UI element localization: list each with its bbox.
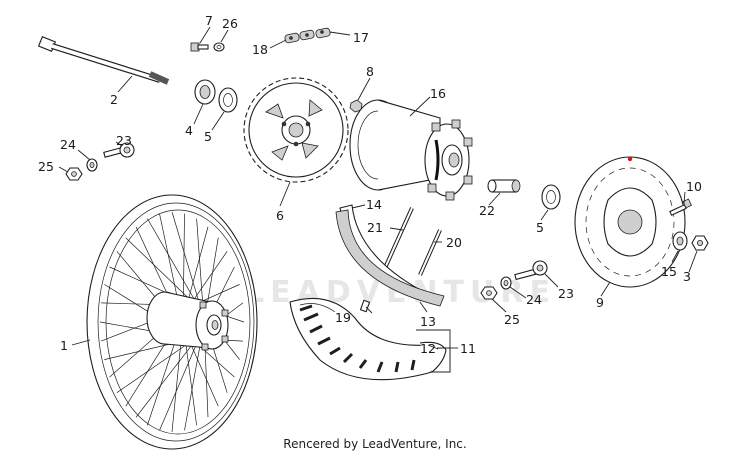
bolt-7-part — [190, 42, 209, 52]
leader-lines — [58, 26, 698, 373]
callout-9: 9 — [596, 295, 604, 310]
wheel-spoke — [183, 213, 185, 301]
callout-labels: 1 2 3 4 5 5 6 7 8 9 10 11 12 13 14 15 16… — [38, 13, 702, 356]
callout-13: 13 — [420, 314, 436, 329]
callout-26: 26 — [222, 16, 238, 31]
washer-26-part — [213, 42, 225, 52]
wheel-spoke — [184, 339, 202, 431]
wheel-spoke — [188, 226, 209, 299]
wheel-spoke — [135, 345, 192, 418]
bearing-5b-part — [541, 184, 561, 210]
callout-1: 1 — [60, 338, 68, 353]
wheel-spoke — [116, 344, 186, 393]
callout-10: 10 — [686, 179, 702, 194]
wheel-spoke — [125, 237, 189, 299]
wheel-spoke — [159, 213, 180, 305]
callout-14: 14 — [366, 197, 382, 212]
wheel-spoke — [185, 345, 197, 426]
callout-24b: 24 — [526, 292, 542, 307]
valve-19-part — [359, 299, 371, 313]
callout-2: 2 — [110, 92, 118, 107]
bolt-23a-part — [103, 142, 135, 158]
callout-15: 15 — [661, 264, 677, 279]
wheel-spoke — [171, 211, 200, 303]
footer-credit: Rencered by LeadVenture, Inc. — [283, 437, 467, 451]
callout-7: 7 — [205, 13, 213, 28]
sprocket-part — [243, 77, 349, 183]
callout-19: 19 — [335, 310, 351, 325]
callout-23a: 23 — [116, 133, 132, 148]
callout-12: 12 — [420, 341, 436, 356]
bolt-23b-part — [514, 260, 548, 281]
chain-link-part — [284, 27, 331, 44]
washer-24a-part — [86, 158, 98, 172]
wheel-spoke — [199, 284, 240, 303]
nut-3-part — [691, 235, 709, 251]
callout-17: 17 — [353, 30, 369, 45]
callout-18: 18 — [252, 42, 268, 57]
callout-21: 21 — [367, 220, 383, 235]
tire-12-part — [289, 297, 447, 381]
callout-24a: 24 — [60, 137, 76, 152]
spacer-22-part — [487, 179, 521, 193]
axle-part — [37, 36, 170, 85]
wheel-spoke — [191, 345, 219, 407]
callout-16: 16 — [430, 86, 446, 101]
callout-25b: 25 — [504, 312, 520, 327]
brake-disc-part — [574, 156, 686, 288]
spoke-20-part — [418, 229, 442, 276]
callout-5b: 5 — [536, 220, 544, 235]
complete-wheel-part — [86, 194, 258, 450]
callout-5a: 5 — [204, 129, 212, 144]
bearing-5-part — [218, 87, 238, 113]
wheel-spoke — [159, 343, 197, 431]
callout-8: 8 — [366, 64, 374, 79]
nut-25b-part — [480, 286, 498, 300]
wheel-spoke — [171, 341, 182, 433]
callout-3: 3 — [683, 269, 691, 284]
callout-22: 22 — [479, 203, 495, 218]
callout-20: 20 — [446, 235, 462, 250]
washer-24b-part — [500, 276, 512, 290]
spoke-21-part — [383, 207, 414, 269]
bolt-10-part — [669, 198, 692, 216]
inner-tube-13-part — [335, 209, 445, 307]
wheel-spoke — [147, 335, 178, 426]
callout-25a: 25 — [38, 159, 54, 174]
callout-23b: 23 — [558, 286, 574, 301]
callout-4: 4 — [185, 123, 193, 138]
washer-15-part — [672, 231, 688, 251]
callout-11: 11 — [460, 341, 476, 356]
sprocket-carrier-part — [349, 99, 473, 201]
wheel-spoke — [147, 218, 195, 299]
wheel-spoke — [196, 218, 204, 309]
seal-4-part — [194, 79, 216, 105]
nut-25a-part — [65, 167, 83, 181]
callout-6: 6 — [276, 208, 284, 223]
wheel-spoke — [194, 251, 228, 300]
